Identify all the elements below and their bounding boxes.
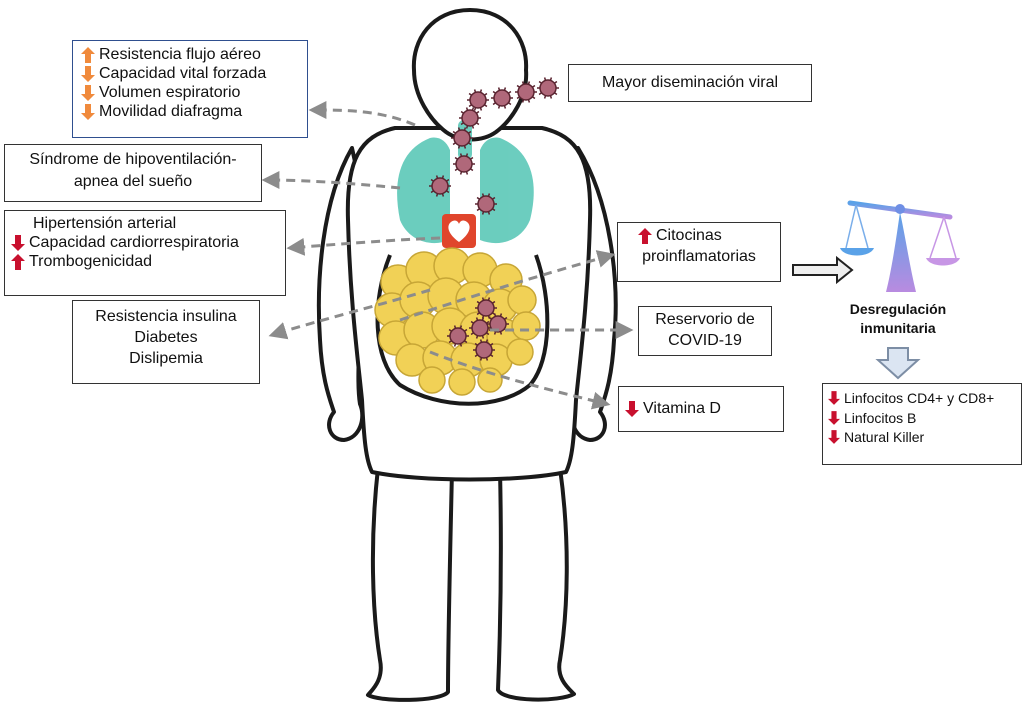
arrow-up-icon: [11, 254, 25, 271]
adipose-cell: [506, 338, 534, 366]
vitamin-d-text: Vitamina D: [643, 400, 721, 417]
arrow-down-icon: [828, 391, 840, 406]
arrow-up-icon: [81, 47, 95, 64]
immune-text: Natural Killer: [844, 429, 925, 446]
viral-spread-text: Mayor diseminación viral: [601, 74, 779, 91]
virus-icon: [475, 193, 497, 215]
dysregulation-label: Desregulación inmunitaria: [826, 300, 970, 338]
apnea-box: Síndrome de hipoventilación- apnea del s…: [4, 144, 262, 202]
vitamin-d-box: Vitamina D: [618, 386, 784, 432]
arrow-down-icon: [828, 410, 840, 425]
reservoir-box: Reservorio de COVID-19: [638, 306, 772, 356]
adipose-cell: [511, 311, 541, 341]
apnea-text-line1: Síndrome de hipoventilación-: [29, 151, 237, 168]
arrow-down-icon: [11, 235, 25, 252]
arrow-down-icon: [81, 85, 95, 102]
virus-particles: [429, 77, 559, 361]
reservoir-text-line1: Reservorio de: [655, 311, 755, 328]
immune-item: Linfocitos B: [828, 410, 1016, 427]
reservoir-text-line2: COVID-19: [668, 331, 742, 349]
cytokine-line1: Citocinas: [624, 227, 774, 246]
cardio-item: Capacidad cardiorrespiratoria: [11, 234, 279, 253]
cytokine-text-line1: Citocinas: [656, 227, 722, 244]
virus-icon: [515, 81, 537, 103]
lung-effect-text: Movilidad diafragma: [99, 102, 243, 120]
immune-cells-box: Linfocitos CD4+ y CD8+ Linfocitos B Natu…: [822, 383, 1022, 465]
metabolic-text-line3: Dislipemia: [129, 349, 203, 367]
cardio-item: Hipertensión arterial: [11, 215, 279, 234]
belly-outline: [375, 254, 550, 406]
immune-item: Natural Killer: [828, 429, 1016, 446]
arrow-down-icon: [81, 66, 95, 83]
arrow-up-icon: [638, 228, 652, 245]
lung-effects-box: Resistencia flujo aéreo Capacidad vital …: [72, 40, 308, 138]
dysregulation-text-line1: Desregulación: [849, 301, 947, 317]
virus-icon: [473, 339, 495, 361]
lung-effect-item: Movilidad diafragma: [81, 103, 299, 122]
adipose-cell: [477, 367, 503, 393]
cytokine-text-line2: proinflamatorias: [642, 247, 756, 265]
cytokine-line2: proinflamatorias: [624, 248, 774, 267]
virus-icon: [537, 77, 559, 99]
virus-icon: [469, 317, 491, 339]
heart-icon: [442, 214, 476, 248]
arrow-down-icon: [828, 430, 840, 445]
metabolic-text-line1: Resistencia insulina: [95, 308, 237, 325]
apnea-text-line2: apnea del sueño: [73, 173, 193, 191]
cardio-box: Hipertensión arterial Capacidad cardiorr…: [4, 210, 286, 296]
to-dysregulation-arrow: [792, 255, 854, 285]
virus-icon: [459, 107, 481, 129]
cardio-item: Trombogenicidad: [11, 253, 279, 272]
arrow-down-icon: [81, 104, 95, 121]
adipose-cell: [448, 368, 476, 396]
virus-icon: [491, 87, 513, 109]
arrow-down-icon: [625, 401, 639, 417]
metabolic-text-line2: Diabetes: [134, 328, 198, 346]
virus-icon: [467, 89, 489, 111]
cytokine-box: Citocinas proinflamatorias: [617, 222, 781, 282]
cardio-text: Hipertensión arterial: [33, 215, 177, 232]
immune-text: Linfocitos B: [844, 409, 917, 426]
viral-spread-box: Mayor diseminación viral: [568, 64, 812, 102]
virus-icon: [429, 175, 451, 197]
connectors: [261, 101, 634, 410]
lung-effect-item: Capacidad vital forzada: [81, 65, 299, 84]
lung-effect-item: Volumen espiratorio: [81, 84, 299, 103]
adipose-cell: [418, 366, 446, 394]
adipose-cell: [507, 285, 537, 315]
lung-effect-text: Resistencia flujo aéreo: [99, 46, 261, 63]
lung-effect-text: Capacidad vital forzada: [99, 64, 267, 82]
metabolic-box: Resistencia insulina Diabetes Dislipemia: [72, 300, 260, 384]
dysregulation-text-line2: inmunitaria: [860, 319, 936, 336]
cardio-text: Trombogenicidad: [29, 252, 153, 270]
lung-effect-text: Volumen espiratorio: [99, 83, 241, 101]
virus-icon: [451, 127, 473, 149]
immune-text: Linfocitos CD4+ y CD8+: [844, 390, 995, 406]
virus-icon: [447, 325, 469, 347]
virus-icon: [453, 153, 475, 175]
virus-icon: [475, 297, 497, 319]
down-hollow-arrow: [875, 347, 921, 380]
balance-scale-icon: [840, 200, 960, 292]
immune-item: Linfocitos CD4+ y CD8+: [828, 390, 1016, 407]
cardio-text: Capacidad cardiorrespiratoria: [29, 233, 239, 251]
lung-effect-item: Resistencia flujo aéreo: [81, 46, 299, 65]
